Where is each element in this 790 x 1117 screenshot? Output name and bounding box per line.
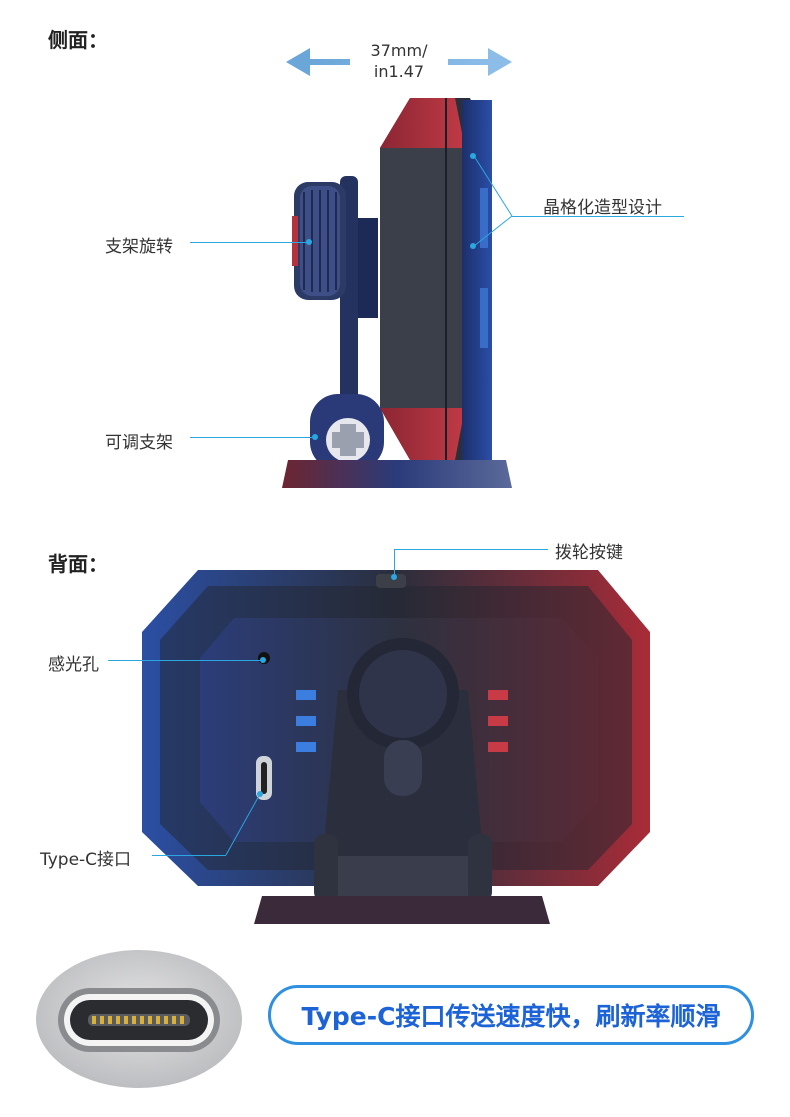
crystal-design-leader [512, 216, 684, 217]
type-c-port-leader-diag [225, 793, 261, 856]
bracket-rotate-leader [190, 242, 308, 243]
dimension-label-bg [350, 40, 448, 84]
crystal-design-leader-fork [473, 155, 513, 247]
feature-banner-text: Type-C接口传送速度快，刷新率顺滑 [301, 1002, 721, 1031]
crystal-design-dot-2 [470, 243, 476, 249]
dial-button-label: 拨轮按键 [555, 543, 623, 563]
adjustable-bracket-dot [312, 434, 318, 440]
back-view-device-image [142, 570, 650, 924]
adjustable-bracket-label: 可调支架 [105, 433, 173, 453]
dimension-line-1: 37mm/ [370, 41, 428, 60]
light-sensor-dot [260, 657, 266, 663]
dial-button-dot [391, 574, 397, 580]
crystal-design-dot-1 [470, 153, 476, 159]
adjustable-bracket-leader [190, 437, 314, 438]
dial-button-leader-drop [394, 549, 395, 577]
dial-button-leader [394, 549, 548, 550]
side-view-heading: 侧面： [48, 28, 108, 52]
type-c-closeup-image [36, 950, 242, 1088]
light-sensor-leader [108, 660, 262, 661]
dimension-label: 37mm/ in1.47 [350, 40, 448, 82]
crystal-design-label: 晶格化造型设计 [543, 198, 662, 218]
light-sensor-label: 感光孔 [48, 655, 99, 675]
type-c-port-dot [257, 791, 263, 797]
bracket-rotate-label: 支架旋转 [105, 237, 173, 257]
type-c-port-leader [152, 855, 226, 856]
type-c-port-label: Type-C接口 [40, 850, 132, 870]
feature-banner: Type-C接口传送速度快，刷新率顺滑 [268, 985, 754, 1045]
back-view-heading: 背面： [48, 552, 108, 576]
bracket-rotate-dot [306, 239, 312, 245]
dimension-line-2: in1.47 [373, 62, 425, 81]
